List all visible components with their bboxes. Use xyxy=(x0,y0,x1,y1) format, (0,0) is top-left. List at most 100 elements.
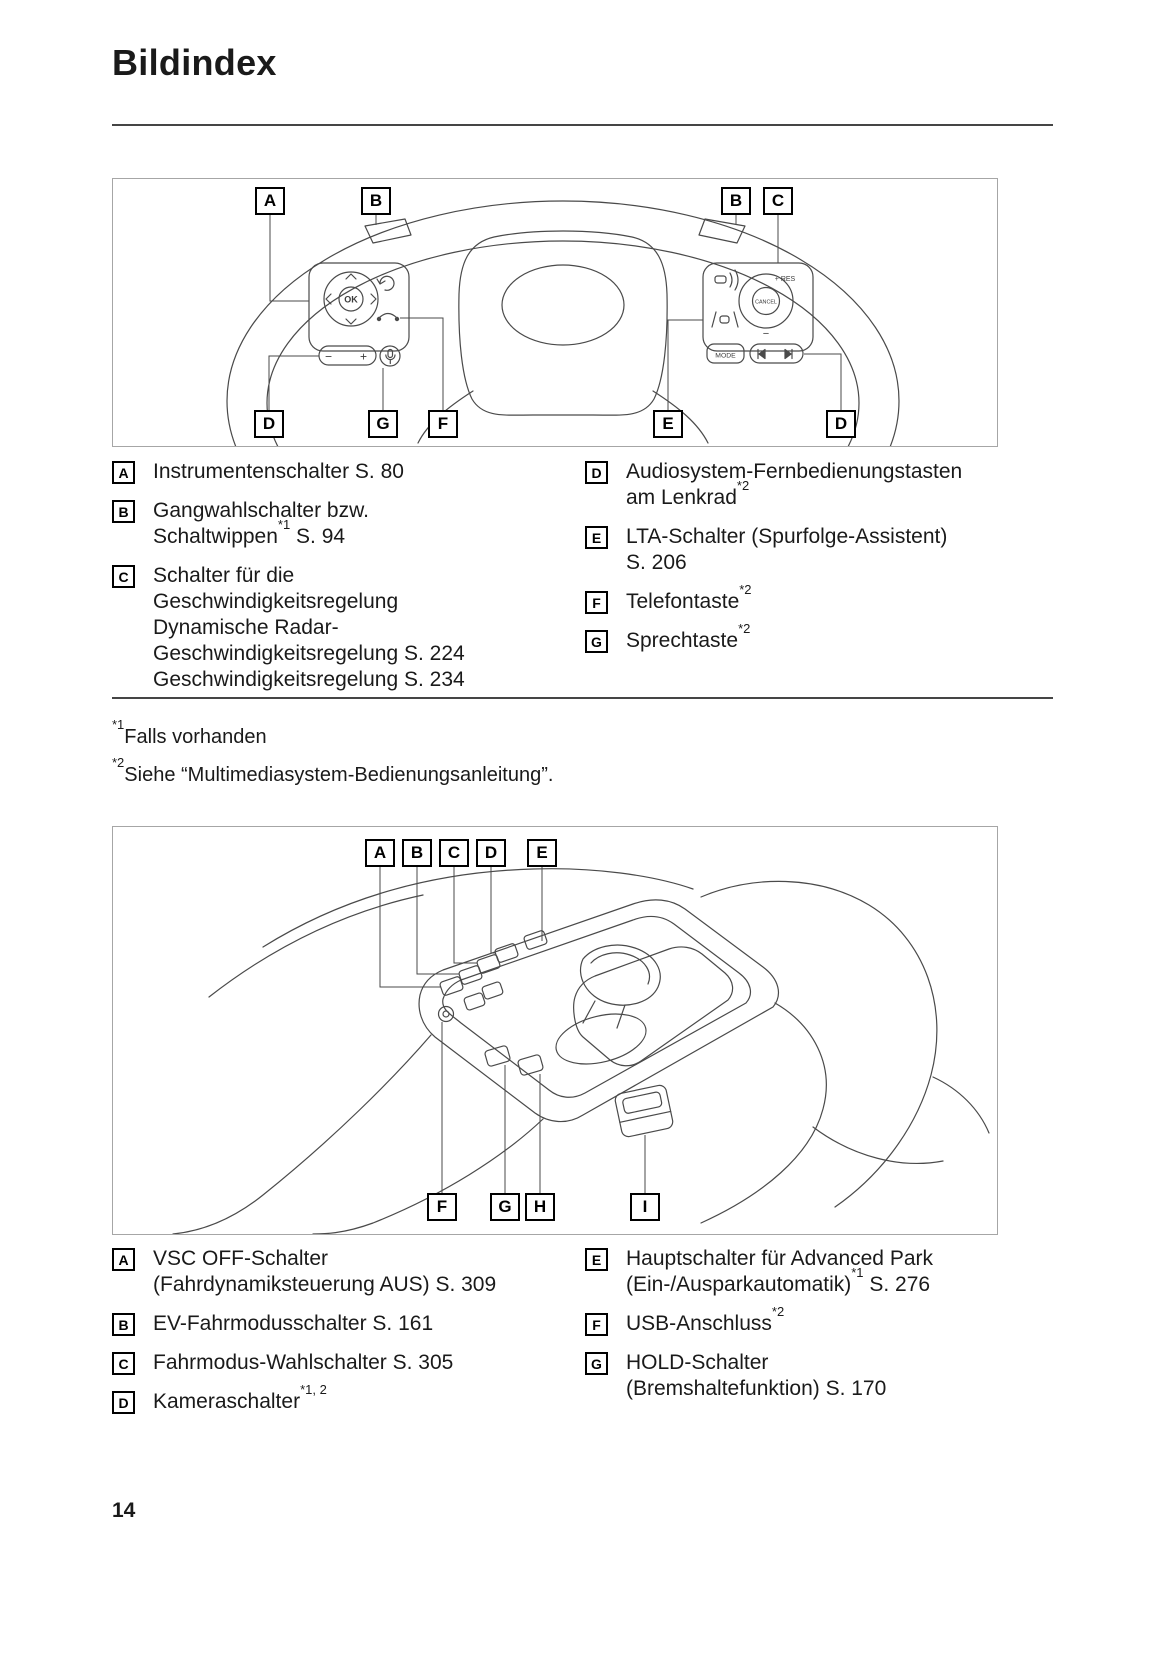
callout-e: E xyxy=(653,410,683,438)
legend-entry-text: EV-Fahrmodusschalter S. 161 xyxy=(153,1311,433,1337)
legend-item-g: G HOLD-Schalter(Bremshaltefunktion) S. 17… xyxy=(585,1350,1053,1402)
legend-line: HOLD-Schalter xyxy=(626,1351,769,1374)
callout-d: D xyxy=(254,410,284,438)
divider-middle xyxy=(112,697,1053,699)
legend-key-f: F xyxy=(585,1313,608,1336)
legend-entry-text: Sprechtaste*2 xyxy=(626,621,751,654)
legend-key-g: G xyxy=(585,1352,608,1375)
legend-line: Telefontaste*2 xyxy=(626,582,752,613)
callout-c: C xyxy=(439,839,469,867)
legend-key-a: A xyxy=(112,1248,135,1271)
legend-entry-text: Kameraschalter*1, 2 xyxy=(153,1383,327,1415)
page-title: Bildindex xyxy=(112,42,277,83)
footnote-ref: *2 xyxy=(739,582,752,597)
legend-entry-text: VSC OFF-Schalter(Fahrdynamiksteuerung AU… xyxy=(153,1246,496,1298)
legend-key-c: C xyxy=(112,565,135,588)
legend-item-c: C Fahrmodus-Wahlschalter S. 305 xyxy=(112,1350,574,1376)
legend-line: Schalter für die xyxy=(153,564,295,587)
callout-c: C xyxy=(763,187,793,215)
legend-item-a: A Instrumentenschalter S. 80 xyxy=(112,459,574,485)
legend-key-d: D xyxy=(112,1391,135,1414)
callout-g: G xyxy=(490,1193,520,1221)
legend-line: Sprechtaste*2 xyxy=(626,621,751,652)
figure2-legend-right: E Hauptschalter für Advanced Park(Ein-/Au… xyxy=(585,1246,1053,1415)
callout-f: F xyxy=(427,1193,457,1221)
callout-f: F xyxy=(428,410,458,438)
footnote-ref: *1 xyxy=(851,1265,864,1280)
legend-key-f: F xyxy=(585,591,608,614)
legend-line: Fahrmodus-Wahlschalter S. 305 xyxy=(153,1351,454,1374)
footnote-ref: *2 xyxy=(736,478,750,493)
center-console-drawing xyxy=(172,867,990,1234)
footnote-ref: *1, 2 xyxy=(300,1382,327,1397)
footnote-2: *2Siehe “Multimediasystem-Bedienungsanle… xyxy=(112,756,554,788)
center-console-art xyxy=(172,868,990,1234)
legend-line: USB-Anschluss*2 xyxy=(626,1304,785,1335)
footnote-marker: *1 xyxy=(112,717,125,733)
legend-line: Schaltwippen*1 S. 94 xyxy=(153,517,346,548)
legend-item-f: F Telefontaste*2 xyxy=(585,582,1053,615)
callout-e: E xyxy=(527,839,557,867)
legend-key-g: G xyxy=(585,630,608,653)
res-button-label: + RES xyxy=(775,276,796,283)
legend-entry-text: Hauptschalter für Advanced Park(Ein-/Aus… xyxy=(626,1246,933,1298)
legend-item-f: F USB-Anschluss*2 xyxy=(585,1304,1053,1337)
callout-a: A xyxy=(365,839,395,867)
figure-center-console: A B C D E F G H I xyxy=(112,826,998,1235)
callout-b: B xyxy=(402,839,432,867)
legend-entry-text: Gangwahlschalter bzw.Schaltwippen*1 S. 9… xyxy=(153,498,369,550)
callout-g: G xyxy=(368,410,398,438)
steering-wheel-drawing: OK CANCEL + RES − − + MODE xyxy=(226,200,900,446)
footnote-text: Siehe “Multimediasystem-Bedienungsanleit… xyxy=(124,764,554,786)
steering-wheel-art xyxy=(226,200,900,446)
callout-b: B xyxy=(721,187,751,215)
legend-line: EV-Fahrmodusschalter S. 161 xyxy=(153,1312,434,1335)
legend-item-e: E Hauptschalter für Advanced Park(Ein-/Au… xyxy=(585,1246,1053,1298)
legend-key-a: A xyxy=(112,461,135,484)
legend-line: Audiosystem-Fernbedienungstasten xyxy=(626,460,963,483)
legend-key-b: B xyxy=(112,1313,135,1336)
legend-line: (Ein-/Ausparkautomatik)*1 S. 276 xyxy=(626,1265,931,1296)
figure1-leader-lines xyxy=(268,215,842,410)
footnotes: *1Falls vorhanden *2Siehe “Multimediasys… xyxy=(112,718,554,800)
volume-plus-label: + xyxy=(360,350,367,364)
legend-item-d: D Kameraschalter*1, 2 xyxy=(112,1383,574,1415)
figure-steering-wheel: OK CANCEL + RES − − + MODE A B B xyxy=(112,178,998,447)
legend-line: Instrumentenschalter S. 80 xyxy=(153,460,404,483)
footnote-ref: *2 xyxy=(771,1304,785,1319)
legend-line: Hauptschalter für Advanced Park xyxy=(626,1247,934,1270)
legend-entry-text: USB-Anschluss*2 xyxy=(626,1304,785,1337)
footnote-marker: *2 xyxy=(112,755,125,771)
cancel-button-label: CANCEL xyxy=(755,300,777,306)
divider-top xyxy=(112,124,1053,126)
legend-key-e: E xyxy=(585,526,608,549)
mode-button-label: MODE xyxy=(715,353,736,360)
legend-line: Gangwahlschalter bzw. xyxy=(153,499,369,522)
footnote-ref: *2 xyxy=(738,621,751,636)
legend-line: Geschwindigkeitsregelung xyxy=(153,590,399,613)
legend-key-c: C xyxy=(112,1352,135,1375)
legend-line: S. 206 xyxy=(626,551,687,574)
ok-button-label: OK xyxy=(344,295,358,305)
set-minus-label: − xyxy=(763,328,769,340)
legend-line: Geschwindigkeitsregelung S. 224 xyxy=(153,642,465,665)
callout-i: I xyxy=(630,1193,660,1221)
legend-line: Geschwindigkeitsregelung S. 234 xyxy=(153,668,465,691)
volume-minus-label: − xyxy=(325,350,332,364)
legend-key-d: D xyxy=(585,461,608,484)
legend-item-b: B EV-Fahrmodusschalter S. 161 xyxy=(112,1311,574,1337)
figure2-leader-lines xyxy=(379,867,646,1193)
legend-key-e: E xyxy=(585,1248,608,1271)
legend-line: am Lenkrad*2 xyxy=(626,478,750,509)
legend-item-a: A VSC OFF-Schalter(Fahrdynamiksteuerung A… xyxy=(112,1246,574,1298)
legend-entry-text: HOLD-Schalter(Bremshaltefunktion) S. 170 xyxy=(626,1350,886,1402)
footnote-1: *1Falls vorhanden xyxy=(112,718,553,750)
